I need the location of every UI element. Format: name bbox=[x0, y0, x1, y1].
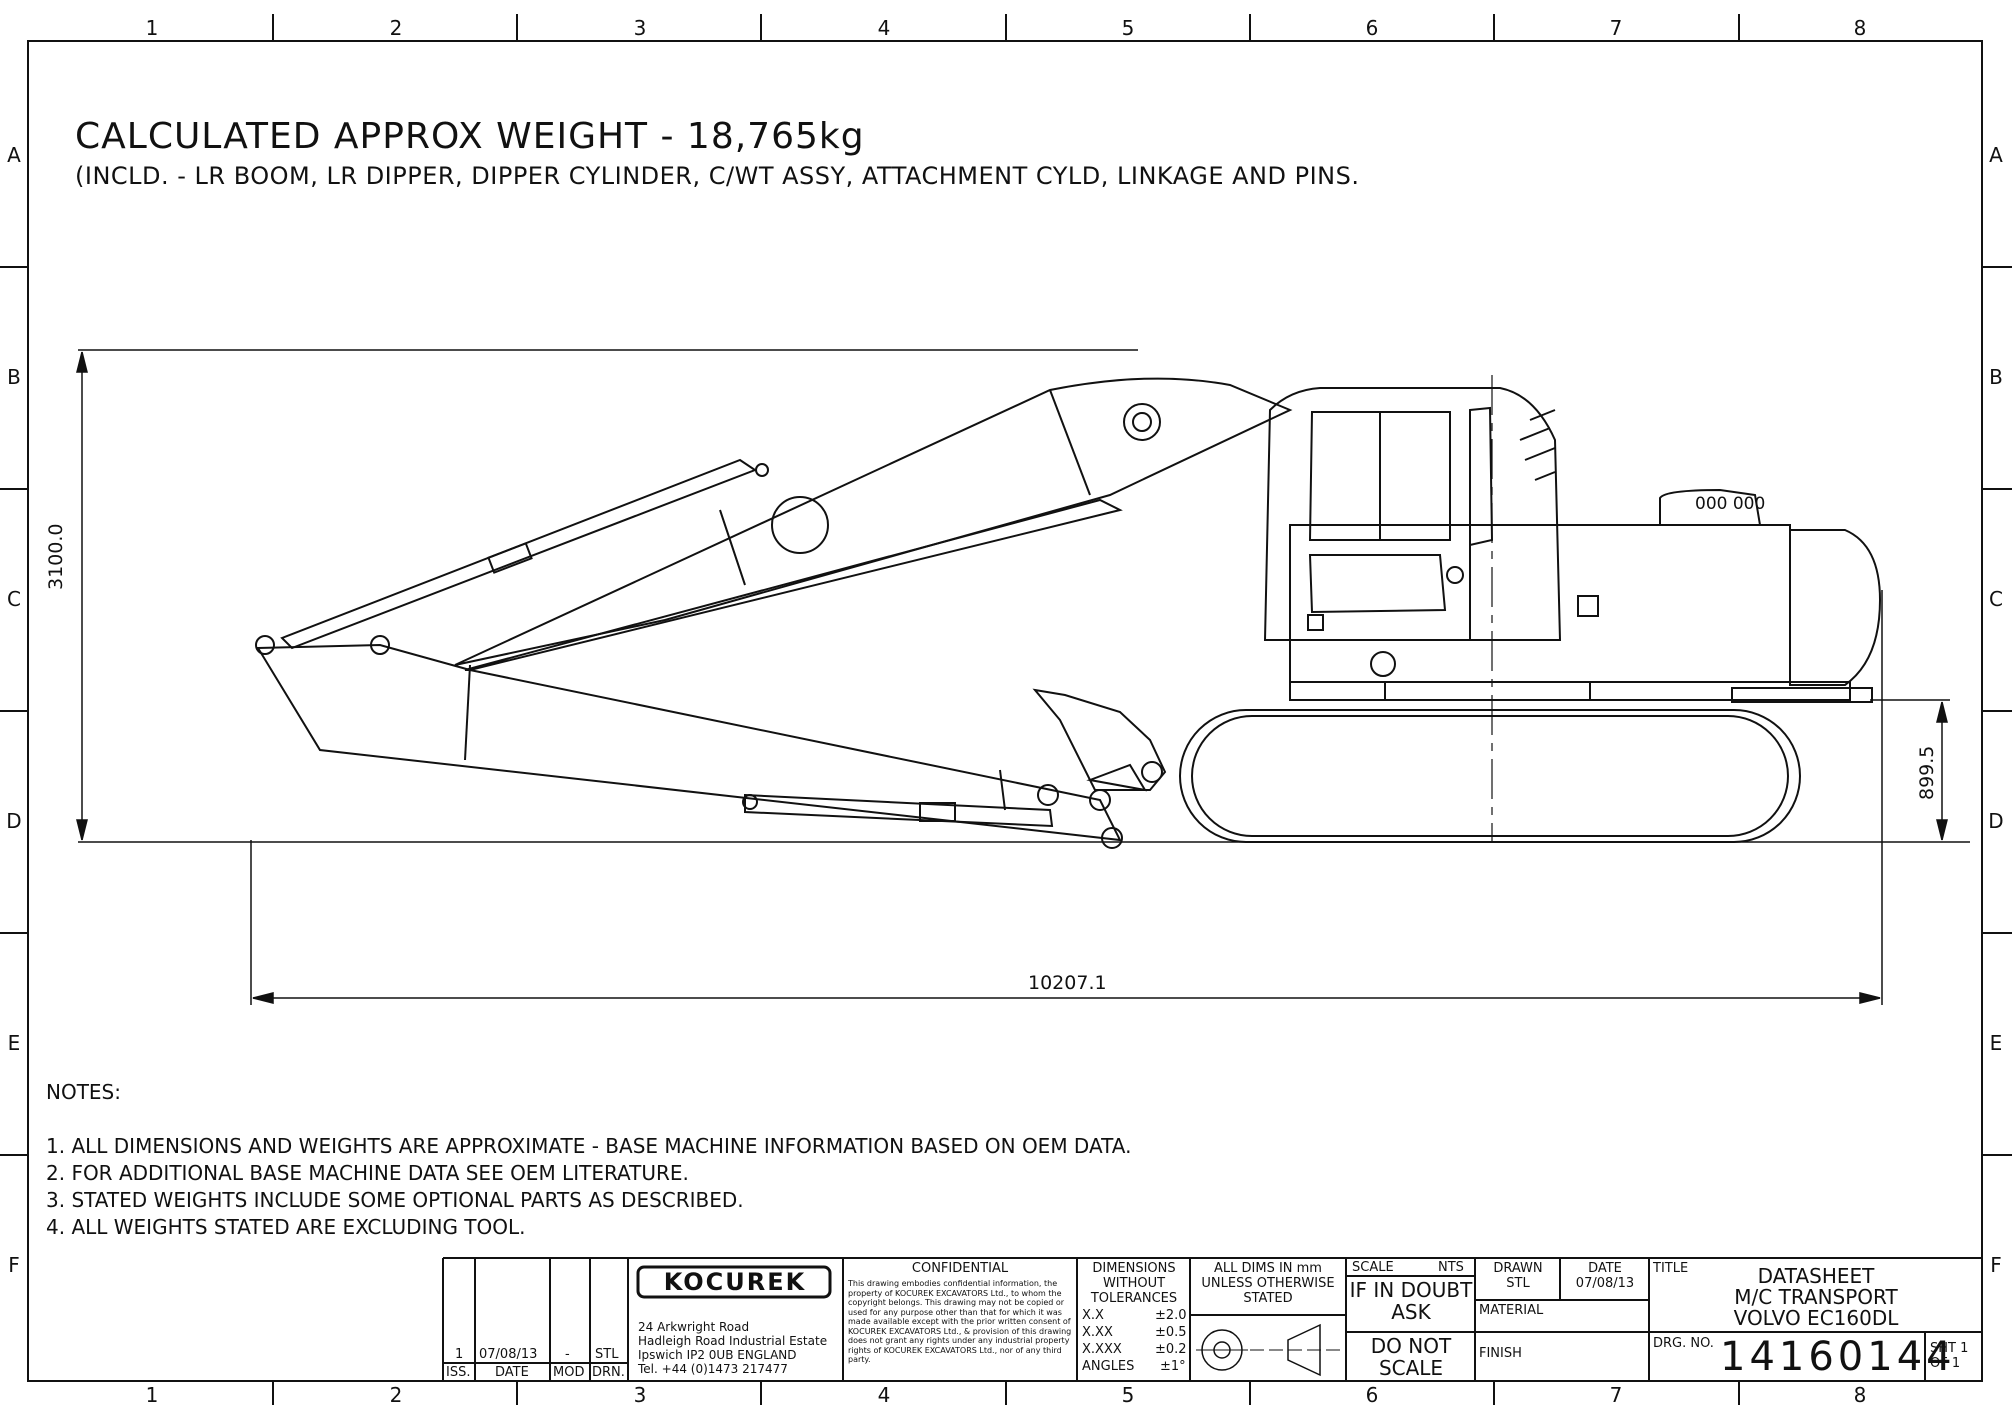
date-value: 07/08/13 bbox=[1575, 1276, 1635, 1291]
doubt-line-2: ASK bbox=[1391, 1300, 1431, 1324]
address-line-1: 24 Arkwright Road bbox=[638, 1320, 750, 1334]
title-line-3: VOLVO EC160DL bbox=[1733, 1306, 1899, 1330]
zone-row-b-right: B bbox=[1989, 365, 2003, 389]
address-line-4: Tel. +44 (0)1473 217477 bbox=[638, 1362, 788, 1376]
company-logo: KOCUREK bbox=[663, 1268, 807, 1296]
note-4: 4. ALL WEIGHTS STATED ARE EXCLUDING TOOL… bbox=[46, 1215, 526, 1239]
finish-label: FINISH bbox=[1479, 1346, 1522, 1361]
zone-col-8-bottom: 8 bbox=[1853, 1383, 1867, 1407]
zone-col-4-bottom: 4 bbox=[877, 1383, 891, 1407]
zone-col-7: 7 bbox=[1609, 16, 1623, 40]
noscale-line-1: DO NOT bbox=[1370, 1334, 1452, 1358]
title-line-1: DATASHEET bbox=[1757, 1264, 1875, 1288]
zone-row-f-right: F bbox=[1990, 1253, 2002, 1277]
drawn-label: DRAWN bbox=[1493, 1261, 1543, 1276]
tol-key-1: X.X bbox=[1082, 1308, 1104, 1323]
zone-col-2-bottom: 2 bbox=[389, 1383, 403, 1407]
title-label: TITLE bbox=[1653, 1261, 1689, 1276]
notes-heading: NOTES: bbox=[46, 1080, 121, 1104]
zone-col-4: 4 bbox=[877, 16, 891, 40]
tolerances-title-2: WITHOUT bbox=[1102, 1276, 1166, 1291]
tol-val-4: ±1° bbox=[1160, 1359, 1186, 1374]
rev-header-date: DATE bbox=[495, 1365, 529, 1380]
excavator-drawing bbox=[255, 375, 1882, 849]
dimension-lines bbox=[76, 349, 1970, 1005]
drg-no: 14160144 bbox=[1720, 1334, 1956, 1380]
noscale-line-2: SCALE bbox=[1378, 1356, 1444, 1380]
zone-col-7-bottom: 7 bbox=[1609, 1383, 1623, 1407]
dim-clearance: 899.5 bbox=[1916, 745, 1938, 800]
sheet-line-2: OF 1 bbox=[1930, 1356, 1961, 1371]
tol-key-4: ANGLES bbox=[1082, 1359, 1135, 1374]
material-label: MATERIAL bbox=[1479, 1303, 1544, 1318]
tol-val-1: ±2.0 bbox=[1155, 1308, 1187, 1323]
zone-row-a-right: A bbox=[1989, 143, 2003, 167]
scale-value: NTS bbox=[1438, 1260, 1464, 1275]
tol-key-3: X.XXX bbox=[1082, 1342, 1122, 1357]
rev-header-drn: DRN. bbox=[592, 1365, 625, 1380]
zone-row-d: D bbox=[6, 809, 22, 833]
address-line-2: Hadleigh Road Industrial Estate bbox=[638, 1334, 828, 1348]
tolerances-title-1: DIMENSIONS bbox=[1092, 1261, 1176, 1276]
note-1: 1. ALL DIMENSIONS AND WEIGHTS ARE APPROX… bbox=[46, 1134, 1132, 1158]
rev-date: 07/08/13 bbox=[479, 1347, 538, 1362]
zone-col-6: 6 bbox=[1365, 16, 1379, 40]
drawn-value: STL bbox=[1506, 1276, 1530, 1291]
drg-no-label: DRG. NO. bbox=[1653, 1336, 1714, 1351]
zone-col-8: 8 bbox=[1853, 16, 1867, 40]
zone-col-1-bottom: 1 bbox=[145, 1383, 159, 1407]
title-block-lines bbox=[442, 1257, 1982, 1381]
zone-row-d-right: D bbox=[1988, 809, 2004, 833]
zone-row-c: C bbox=[7, 587, 21, 611]
zone-row-c-right: C bbox=[1989, 587, 2003, 611]
zone-col-1: 1 bbox=[145, 16, 159, 40]
cab-vents-label: 000 000 bbox=[1695, 494, 1766, 514]
rev-header-iss: ISS. bbox=[446, 1365, 471, 1380]
units-line-1: ALL DIMS IN mm bbox=[1214, 1261, 1322, 1276]
tol-val-3: ±0.2 bbox=[1155, 1342, 1187, 1357]
scale-label: SCALE bbox=[1352, 1260, 1394, 1275]
zone-col-3-bottom: 3 bbox=[633, 1383, 647, 1407]
zone-row-e: E bbox=[7, 1031, 21, 1055]
zone-col-6-bottom: 6 bbox=[1365, 1383, 1379, 1407]
zone-row-a: A bbox=[7, 143, 21, 167]
rev-drn: STL bbox=[595, 1347, 619, 1362]
weight-includes: (INCLD. - LR BOOM, LR DIPPER, DIPPER CYL… bbox=[75, 162, 1360, 190]
zone-col-2: 2 bbox=[389, 16, 403, 40]
note-3: 3. STATED WEIGHTS INCLUDE SOME OPTIONAL … bbox=[46, 1188, 744, 1212]
confidential-text: This drawing embodies confidential infor… bbox=[848, 1279, 1072, 1364]
zone-col-5-bottom: 5 bbox=[1121, 1383, 1135, 1407]
zone-row-f: F bbox=[8, 1253, 20, 1277]
sheet-line-1: SHT 1 bbox=[1930, 1341, 1969, 1356]
zone-row-b: B bbox=[7, 365, 21, 389]
tol-key-2: X.XX bbox=[1082, 1325, 1113, 1340]
address-line-3: Ipswich IP2 0UB ENGLAND bbox=[638, 1348, 797, 1362]
doubt-line-1: IF IN DOUBT bbox=[1349, 1278, 1473, 1302]
units-line-2: UNLESS OTHERWISE bbox=[1201, 1276, 1335, 1291]
rev-iss: 1 bbox=[455, 1347, 464, 1362]
zone-col-5: 5 bbox=[1121, 16, 1135, 40]
note-2: 2. FOR ADDITIONAL BASE MACHINE DATA SEE … bbox=[46, 1161, 689, 1185]
tolerances-title-3: TOLERANCES bbox=[1090, 1291, 1178, 1306]
date-label: DATE bbox=[1588, 1261, 1622, 1276]
units-line-3: STATED bbox=[1243, 1291, 1293, 1306]
confidential-title: CONFIDENTIAL bbox=[911, 1261, 1009, 1276]
dim-length: 10207.1 bbox=[1028, 972, 1107, 994]
zone-col-3: 3 bbox=[633, 16, 647, 40]
zone-ticks bbox=[0, 14, 2012, 1405]
rev-mod: - bbox=[565, 1347, 570, 1362]
tol-val-2: ±0.5 bbox=[1155, 1325, 1187, 1340]
rev-header-mod: MOD bbox=[553, 1365, 585, 1380]
title-line-2: M/C TRANSPORT bbox=[1734, 1285, 1898, 1309]
weight-heading: CALCULATED APPROX WEIGHT - 18,765kg bbox=[75, 116, 865, 157]
dim-height: 3100.0 bbox=[45, 523, 67, 590]
zone-row-e-right: E bbox=[1989, 1031, 2003, 1055]
